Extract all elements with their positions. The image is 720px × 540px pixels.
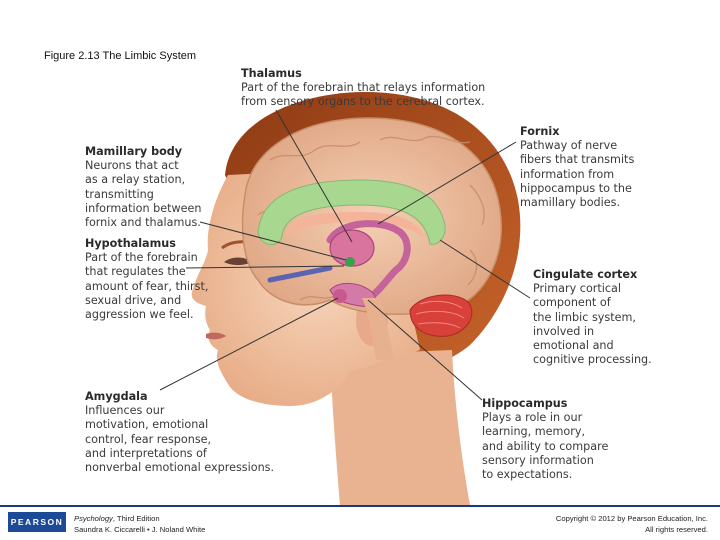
mamillary-label: Mamillary body Neurons that act as a rel… [85,145,202,230]
hypothalamus-heading: Hypothalamus [85,237,176,250]
fornix [326,220,411,300]
book-credit: Psychology, Third Edition Saundra K. Cic… [74,513,205,535]
limbic-illustration [159,92,531,505]
cingulate-desc: Primary cortical component of the limbic… [533,282,652,367]
amygdala [333,289,347,303]
copyright: Copyright © 2012 by Pearson Education, I… [556,513,708,535]
amygdala-desc: Influences our motivation, emotional con… [85,404,275,475]
fornix-desc: Pathway of nerve fibers that transmits i… [520,139,635,210]
figure-title: Figure 2.13 The Limbic System [44,50,197,62]
hypothalamus-desc: Part of the forebrain that regulates the… [85,251,209,322]
cingulate-cortex [257,179,446,245]
thalamus-heading: Thalamus [241,67,302,80]
hippocampus-label: Hippocampus Plays a role in our learning… [482,397,608,482]
rights-line: All rights reserved. [645,525,708,534]
book-authors: Saundra K. Ciccarelli • J. Noland White [74,525,206,534]
hippocampus-desc: Plays a role in our learning, memory, an… [482,411,609,482]
cingulate-heading: Cingulate cortex [533,268,638,281]
thalamus-label: Thalamus Part of the forebrain that rela… [241,67,485,110]
cingulate-label: Cingulate cortex Primary cortical compon… [533,268,652,367]
amygdala-heading: Amygdala [85,390,148,403]
brainstem [362,298,394,360]
neck [330,350,470,505]
fornix-label: Fornix Pathway of nerve fibers that tran… [520,125,634,210]
mamillary-desc: Neurons that act as a relay station, tra… [85,159,202,230]
pearson-logo: PEARSON [8,512,66,532]
book-title: Psychology [74,514,113,523]
copyright-line: Copyright © 2012 by Pearson Education, I… [555,514,708,523]
hypothalamus-label: Hypothalamus Part of the forebrain that … [85,237,208,322]
hippocampus-heading: Hippocampus [482,397,568,410]
thalamus-desc: Part of the forebrain that relays inform… [241,81,486,109]
mamillary-heading: Mamillary body [85,145,183,158]
amygdala-label: Amygdala Influences our motivation, emot… [85,390,274,475]
fornix-heading: Fornix [520,125,560,138]
book-edition: , Third Edition [112,514,160,523]
footer-divider [0,505,720,507]
hypothalamus [345,257,355,267]
eye [224,257,252,265]
lips [206,332,226,340]
